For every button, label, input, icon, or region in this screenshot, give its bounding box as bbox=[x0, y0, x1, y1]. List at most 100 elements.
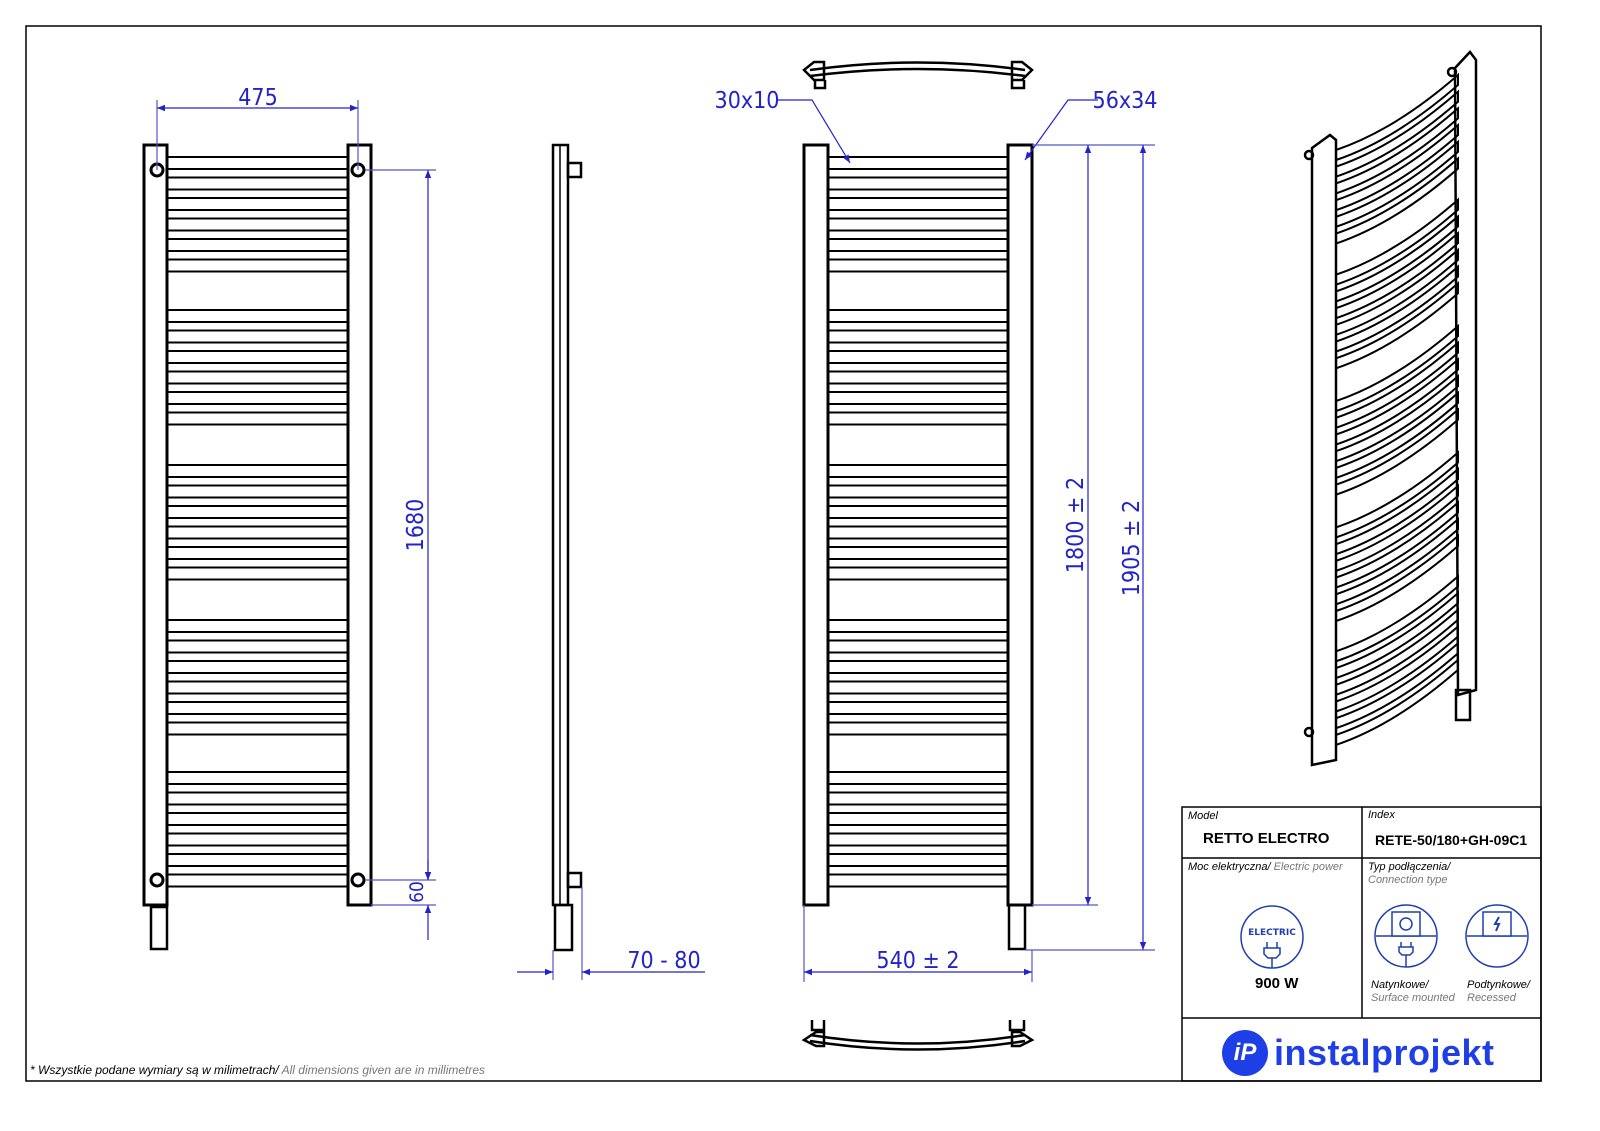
recessed-icon bbox=[1465, 904, 1529, 968]
rung bbox=[1335, 407, 1459, 497]
connection-label-pl: Typ podłączenia/ bbox=[1368, 861, 1451, 873]
rung bbox=[827, 258, 1009, 273]
rung bbox=[1335, 323, 1459, 413]
rung bbox=[827, 791, 1009, 806]
right-post bbox=[346, 143, 373, 907]
side-dimensions bbox=[517, 887, 705, 980]
rear-bars bbox=[827, 156, 1009, 888]
heating-element bbox=[553, 903, 574, 952]
rung bbox=[166, 197, 349, 211]
power-label-en: Electric power bbox=[1273, 861, 1343, 873]
rung bbox=[1335, 230, 1459, 320]
rung bbox=[166, 350, 349, 364]
rung bbox=[1335, 374, 1459, 463]
rung bbox=[1335, 122, 1459, 212]
rung bbox=[827, 217, 1009, 232]
rung bbox=[1335, 281, 1459, 370]
perspective-bars bbox=[1335, 72, 1459, 747]
bracket-icon bbox=[1446, 66, 1458, 78]
power-value: 900 W bbox=[1255, 975, 1299, 992]
left-post bbox=[142, 143, 169, 907]
rung bbox=[827, 156, 1009, 170]
model-label: Model bbox=[1188, 810, 1218, 822]
rung bbox=[166, 370, 349, 385]
rung bbox=[827, 464, 1009, 478]
rung bbox=[166, 411, 349, 426]
rung bbox=[1335, 89, 1459, 179]
dimension-56x34: 56x34 bbox=[1093, 88, 1158, 114]
right-post bbox=[1006, 143, 1034, 907]
dimension-70-80: 70 - 80 bbox=[627, 948, 700, 974]
brand-logo: iP instalprojekt bbox=[1222, 1030, 1495, 1076]
dimension-1680: 1680 bbox=[403, 499, 429, 552]
rung bbox=[827, 853, 1009, 867]
rung bbox=[166, 680, 349, 695]
rung bbox=[166, 309, 349, 323]
heating-element bbox=[1007, 903, 1027, 951]
rung bbox=[827, 660, 1009, 674]
top-profile bbox=[809, 61, 1026, 78]
front-dimensions bbox=[156, 100, 436, 940]
footnote-pl: * Wszystkie podane wymiary są w milimetr… bbox=[30, 1063, 279, 1077]
rung bbox=[827, 639, 1009, 654]
rung bbox=[1335, 247, 1459, 337]
rung bbox=[1335, 197, 1459, 287]
wall-bracket bbox=[566, 161, 583, 179]
rung bbox=[166, 791, 349, 806]
bracket-icon bbox=[149, 872, 165, 888]
rung bbox=[1335, 357, 1459, 446]
rear-view bbox=[801, 60, 1035, 1051]
rung bbox=[166, 329, 349, 344]
rung bbox=[827, 411, 1009, 426]
rung bbox=[1335, 264, 1459, 353]
rung bbox=[1335, 106, 1459, 195]
rung bbox=[827, 309, 1009, 323]
model-value: RETTO ELECTRO bbox=[1203, 830, 1330, 847]
rung bbox=[827, 832, 1009, 847]
rung bbox=[1335, 156, 1459, 245]
surface-label-en: Surface mounted bbox=[1371, 992, 1455, 1004]
rung bbox=[827, 197, 1009, 211]
front-bars bbox=[166, 156, 349, 888]
rung bbox=[827, 525, 1009, 540]
rung bbox=[827, 873, 1009, 888]
index-value: RETE-50/180+GH-09C1 bbox=[1375, 832, 1528, 848]
rung bbox=[166, 484, 349, 499]
rung bbox=[166, 238, 349, 252]
rung bbox=[827, 546, 1009, 560]
power-label-pl: Moc elektryczna/ bbox=[1188, 861, 1271, 873]
rung bbox=[166, 176, 349, 191]
left-post bbox=[802, 143, 830, 907]
rung bbox=[1335, 340, 1459, 430]
rung bbox=[166, 156, 349, 170]
dimension-1905: 1905 ± 2 bbox=[1119, 500, 1145, 596]
rung bbox=[1335, 390, 1459, 480]
rung bbox=[166, 566, 349, 581]
surface-mounted-icon bbox=[1374, 904, 1438, 968]
rung bbox=[827, 176, 1009, 191]
perspective-view bbox=[1303, 50, 1478, 767]
dimension-60: 60 bbox=[406, 881, 428, 903]
rung bbox=[166, 217, 349, 232]
rung bbox=[827, 350, 1009, 364]
rung bbox=[166, 660, 349, 674]
logo-text: instalprojekt bbox=[1274, 1032, 1495, 1073]
rung bbox=[166, 505, 349, 519]
rung bbox=[166, 701, 349, 715]
rung bbox=[827, 391, 1009, 405]
electric-icon bbox=[1240, 905, 1304, 969]
rung bbox=[166, 391, 349, 405]
rung bbox=[827, 619, 1009, 633]
rung bbox=[827, 701, 1009, 715]
connection-label-en: Connection type bbox=[1368, 874, 1448, 886]
rung bbox=[166, 771, 349, 785]
rung bbox=[827, 505, 1009, 519]
rung bbox=[166, 258, 349, 273]
rung bbox=[827, 566, 1009, 581]
footnote-en: All dimensions given are in millimetres bbox=[281, 1063, 486, 1077]
rung bbox=[1335, 214, 1459, 303]
rung bbox=[166, 873, 349, 888]
rung bbox=[827, 238, 1009, 252]
wall-bracket bbox=[566, 871, 583, 889]
bracket-icon bbox=[350, 872, 366, 888]
